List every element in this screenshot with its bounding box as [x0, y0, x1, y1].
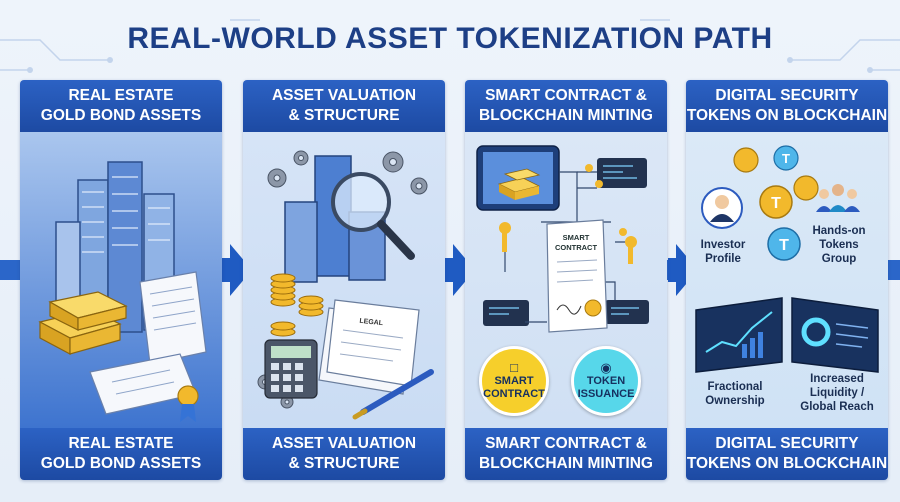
stage-2-footer: ASSET VALUATION & STRUCTURE	[243, 428, 445, 480]
liquidity-line2: Liquidity /	[809, 387, 865, 399]
page-title: REAL-WORLD ASSET TOKENIZATION PATH	[127, 22, 773, 55]
stage-3-header: SMART CONTRACT & BLOCKCHAIN MINTING	[465, 80, 667, 132]
doc-title-line2: CONTRACT	[555, 243, 597, 252]
stage-1-footer: REAL ESTATE GOLD BOND ASSETS	[20, 428, 222, 480]
smart-contract-document-icon: SMART CONTRACT	[546, 219, 608, 333]
hands-on-group-label: Hands-on Tokens Group	[806, 224, 872, 266]
tablet-icon	[476, 145, 560, 211]
stage-3-header-line2: BLOCKCHAIN MINTING	[479, 107, 653, 124]
investor-profile-label: Investor Profile	[694, 238, 752, 266]
investor-line1: Investor	[700, 239, 746, 251]
flow-arrow-2	[445, 244, 475, 296]
svg-text:T: T	[782, 151, 790, 166]
stage-4-header-line1: DIGITAL SECURITY	[715, 87, 859, 104]
group-line3: Group	[821, 253, 857, 265]
stage-3-header-line1: SMART CONTRACT &	[485, 87, 647, 104]
badge-icon-doc: □	[510, 360, 518, 375]
group-avatar-icon	[816, 184, 860, 212]
stage-3-footer-line2: BLOCKCHAIN MINTING	[479, 455, 653, 472]
stage-1-header-line2: GOLD BOND ASSETS	[40, 107, 202, 124]
svg-text:T: T	[779, 237, 789, 254]
token-coin-icon: T T T	[733, 145, 819, 261]
stage-2-footer-line2: & STRUCTURE	[288, 455, 400, 472]
badge2-line1: TOKEN	[586, 375, 626, 387]
calculator-icon	[264, 339, 318, 399]
stage-4-illustration: T T T	[686, 132, 888, 428]
liquidity-label: Increased Liquidity / Global Reach	[790, 372, 884, 414]
fractional-line2: Ownership	[705, 395, 765, 407]
stage-4-footer-line2: TOKENS ON BLOCKCHAIN	[686, 455, 888, 472]
legal-document-icon: LEGAL	[318, 299, 420, 395]
stage-2-illustration: LEGAL	[243, 132, 445, 428]
stage-4-footer-line1: DIGITAL SECURITY	[715, 435, 859, 452]
liquidity-line1: Increased	[810, 373, 864, 385]
investor-line2: Profile	[705, 253, 741, 265]
liquidity-line3: Global Reach	[800, 401, 874, 413]
stage-2-header-line1: ASSET VALUATION	[271, 87, 417, 104]
legal-label: LEGAL	[359, 318, 384, 328]
svg-text:T: T	[771, 195, 781, 212]
stage-2-header: ASSET VALUATION & STRUCTURE	[243, 80, 445, 132]
stage-1-header-line1: REAL ESTATE	[68, 87, 174, 104]
fractional-ownership-label: Fractional Ownership	[696, 380, 774, 408]
stage-3-footer: SMART CONTRACT & BLOCKCHAIN MINTING	[465, 428, 667, 480]
fractional-line1: Fractional	[707, 381, 763, 393]
stage-3-footer-line1: SMART CONTRACT &	[485, 435, 647, 452]
magnifier-icon	[331, 172, 415, 260]
stage-1-header: REAL ESTATE GOLD BOND ASSETS	[20, 80, 222, 132]
token-issuance-badge: ◉ TOKEN ISSUANCE	[571, 346, 641, 416]
stage-3-illustration: SMART CONTRACT □ SMART CONTRACT ◉ TOKEN …	[465, 132, 667, 428]
certificate-icon	[89, 271, 207, 422]
stage-1-illustration	[20, 132, 222, 428]
pen-icon	[352, 369, 434, 420]
stage-1-footer-line1: REAL ESTATE	[68, 435, 174, 452]
badge-icon-token: ◉	[600, 360, 612, 375]
dashboard-screen-icon	[695, 297, 879, 373]
stage-digital-tokens-panel: DIGITAL SECURITY TOKENS ON BLOCKCHAIN T …	[686, 80, 888, 480]
group-line2: Tokens	[819, 239, 859, 251]
flow-arrow-3	[668, 244, 698, 296]
stage-4-header-line2: TOKENS ON BLOCKCHAIN	[686, 107, 888, 124]
stage-2-header-line2: & STRUCTURE	[288, 107, 400, 124]
badge1-line1: SMART	[494, 375, 534, 387]
coin-stack-icon	[270, 273, 324, 337]
smart-contract-badge: □ SMART CONTRACT	[479, 346, 549, 416]
key-icon	[499, 164, 637, 264]
investor-avatar-icon	[701, 187, 743, 229]
flow-arrow-1	[222, 244, 252, 296]
gold-bars-icon	[38, 291, 128, 355]
doc-title-line1: SMART	[563, 233, 590, 242]
stage-smart-contract-panel: SMART CONTRACT & BLOCKCHAIN MINTING	[465, 80, 667, 480]
code-window-icon	[483, 158, 649, 326]
stage-2-footer-line1: ASSET VALUATION	[271, 435, 417, 452]
stage-1-footer-line2: GOLD BOND ASSETS	[40, 455, 202, 472]
group-line1: Hands-on	[812, 225, 866, 237]
stage-4-header: DIGITAL SECURITY TOKENS ON BLOCKCHAIN	[686, 80, 888, 132]
stage-4-footer: DIGITAL SECURITY TOKENS ON BLOCKCHAIN	[686, 428, 888, 480]
badge2-line2: ISSUANCE	[577, 388, 635, 400]
badge1-line2: CONTRACT	[483, 388, 545, 400]
stage-real-estate-panel: REAL ESTATE GOLD BOND ASSETS	[20, 80, 222, 480]
stage-valuation-panel: ASSET VALUATION & STRUCTURE	[243, 80, 445, 480]
